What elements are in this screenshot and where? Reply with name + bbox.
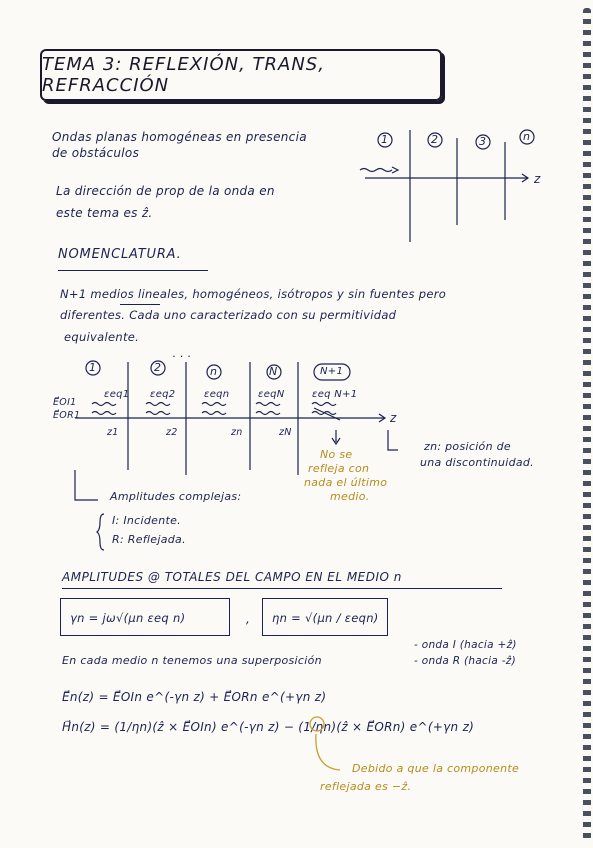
zn-note-line-2: una discontinuidad. bbox=[420, 456, 534, 469]
eps-label-N1: εeq N+1 bbox=[312, 389, 358, 400]
mini-circle-3 bbox=[475, 134, 491, 150]
intro-line-3: La dirección de prop de la onda en bbox=[56, 184, 275, 198]
z-label-n: zn bbox=[231, 427, 243, 438]
no-reflect-line-3: nada el último bbox=[304, 476, 388, 489]
mini-label-2: 2 bbox=[431, 133, 439, 146]
medium-circle-N1 bbox=[313, 363, 351, 381]
mini-label-3: 3 bbox=[479, 135, 487, 148]
diferentes-underline bbox=[120, 304, 160, 305]
wave-inc-N bbox=[255, 401, 281, 407]
nomenclatura-line-3: equivalente. bbox=[64, 330, 140, 344]
medium-dots: · · · bbox=[172, 350, 191, 363]
gamma-box bbox=[60, 598, 230, 636]
media-axis-label: z bbox=[390, 411, 397, 425]
medium-circle-1 bbox=[85, 360, 101, 376]
superposition-text: En cada medio n tenemos una superposició… bbox=[62, 654, 322, 667]
amplitudes-reflected: R: Reflejada. bbox=[112, 533, 186, 546]
wave-inc-1 bbox=[91, 401, 117, 407]
amplitudes-incident: I: Incidente. bbox=[112, 514, 181, 527]
h-field-equation: H⃗n(z) = (1/ηn)(ẑ × E⃗OIn) e^(-γn z) − (… bbox=[62, 720, 475, 734]
spiral-binding bbox=[583, 8, 591, 840]
mini-axis-arrow bbox=[521, 173, 530, 183]
debido-note-line-1: Debido a que la componente bbox=[352, 762, 520, 775]
media-axis-arrow bbox=[378, 413, 387, 423]
medium-label-n: n bbox=[210, 365, 218, 378]
ir-brace bbox=[95, 513, 105, 551]
z-label-1: z1 bbox=[107, 427, 119, 438]
mini-label-4: n bbox=[523, 130, 531, 143]
cross-out-line bbox=[313, 407, 341, 421]
nomenclatura-line-1: N+1 medios lineales, homogéneos, isótrop… bbox=[60, 287, 447, 301]
medium-label-1: 1 bbox=[89, 361, 97, 374]
wave-incident-text: - onda I (hacia +ẑ) bbox=[414, 639, 517, 651]
eps-label-2: εeq2 bbox=[150, 389, 176, 400]
amplitudes-header: Amplitudes complejas: bbox=[110, 490, 242, 503]
wave-ref-2 bbox=[145, 410, 171, 416]
page-title: TEMA 3: REFLEXIÓN, TRANS, REFRACCIÓN bbox=[40, 49, 442, 101]
eps-label-n: εeqn bbox=[204, 389, 230, 400]
eta-equation: ηn = √(μn / εeqn) bbox=[272, 611, 379, 625]
wave-reflected-text: - onda R (hacia -ẑ) bbox=[414, 655, 517, 667]
debido-note-line-2: reflejada es −ẑ. bbox=[320, 780, 412, 793]
minus-sign-circle bbox=[309, 716, 325, 732]
mini-circle-1 bbox=[377, 132, 393, 148]
amplitudes-bracket bbox=[74, 470, 98, 501]
eps-label-1: εeq1 bbox=[104, 389, 130, 400]
note-pointer bbox=[315, 733, 341, 771]
e-field-equation: E⃗n(z) = E⃗OIn e^(-γn z) + E⃗ORn e^(+γn … bbox=[62, 690, 327, 704]
medium-label-2: 2 bbox=[154, 361, 162, 374]
mini-circle-2 bbox=[427, 132, 443, 148]
no-reflect-line-1: No se bbox=[320, 448, 353, 461]
mini-wave-arrow bbox=[391, 166, 400, 174]
eta-box bbox=[262, 598, 388, 636]
mini-circle-4 bbox=[519, 129, 535, 145]
medium-circle-N bbox=[266, 364, 282, 380]
note-arrow-head bbox=[331, 437, 341, 446]
intro-line-1: Ondas planas homogéneas en presencia bbox=[52, 130, 307, 144]
no-reflect-line-4: medio. bbox=[330, 490, 370, 503]
equation-separator: , bbox=[246, 612, 251, 626]
wave-ref-N bbox=[255, 410, 281, 416]
amplitudes-section-underline bbox=[62, 588, 502, 589]
medium-label-N: N bbox=[269, 365, 278, 378]
medium-circle-n bbox=[206, 364, 222, 380]
wave-inc-2 bbox=[145, 401, 171, 407]
eps-label-N: εeqN bbox=[258, 389, 285, 400]
e-or-label: E⃗OR1 bbox=[53, 410, 81, 421]
z-label-2: z2 bbox=[166, 427, 178, 438]
z-label-N: zN bbox=[279, 427, 292, 438]
mini-axis-label: z bbox=[534, 172, 541, 186]
wave-inc-N1 bbox=[311, 401, 337, 407]
zn-note-line-1: zn: posición de bbox=[424, 440, 511, 453]
medium-circle-2 bbox=[150, 360, 166, 376]
intro-line-4: este tema es ẑ. bbox=[56, 206, 153, 220]
intro-line-2: de obstáculos bbox=[52, 146, 140, 160]
mini-label-1: 1 bbox=[381, 133, 389, 146]
wave-ref-n bbox=[201, 410, 227, 416]
amplitudes-section-heading: AMPLITUDES @ TOTALES DEL CAMPO EN EL MED… bbox=[62, 570, 402, 584]
nomenclatura-line-2: diferentes. Cada uno caracterizado con s… bbox=[60, 308, 397, 322]
mini-wave bbox=[359, 167, 393, 173]
e-oi-label: E⃗OI1 bbox=[53, 397, 77, 408]
zn-note-bracket bbox=[387, 430, 398, 451]
medium-label-N1: N+1 bbox=[320, 366, 344, 377]
no-reflect-line-2: refleja con bbox=[308, 462, 370, 475]
nomenclatura-heading: NOMENCLATURA. bbox=[58, 247, 182, 262]
wave-ref-1 bbox=[91, 410, 117, 416]
nomenclatura-underline bbox=[58, 270, 208, 271]
gamma-equation: γn = jω√(μn εeq n) bbox=[70, 611, 186, 625]
wave-inc-n bbox=[201, 401, 227, 407]
